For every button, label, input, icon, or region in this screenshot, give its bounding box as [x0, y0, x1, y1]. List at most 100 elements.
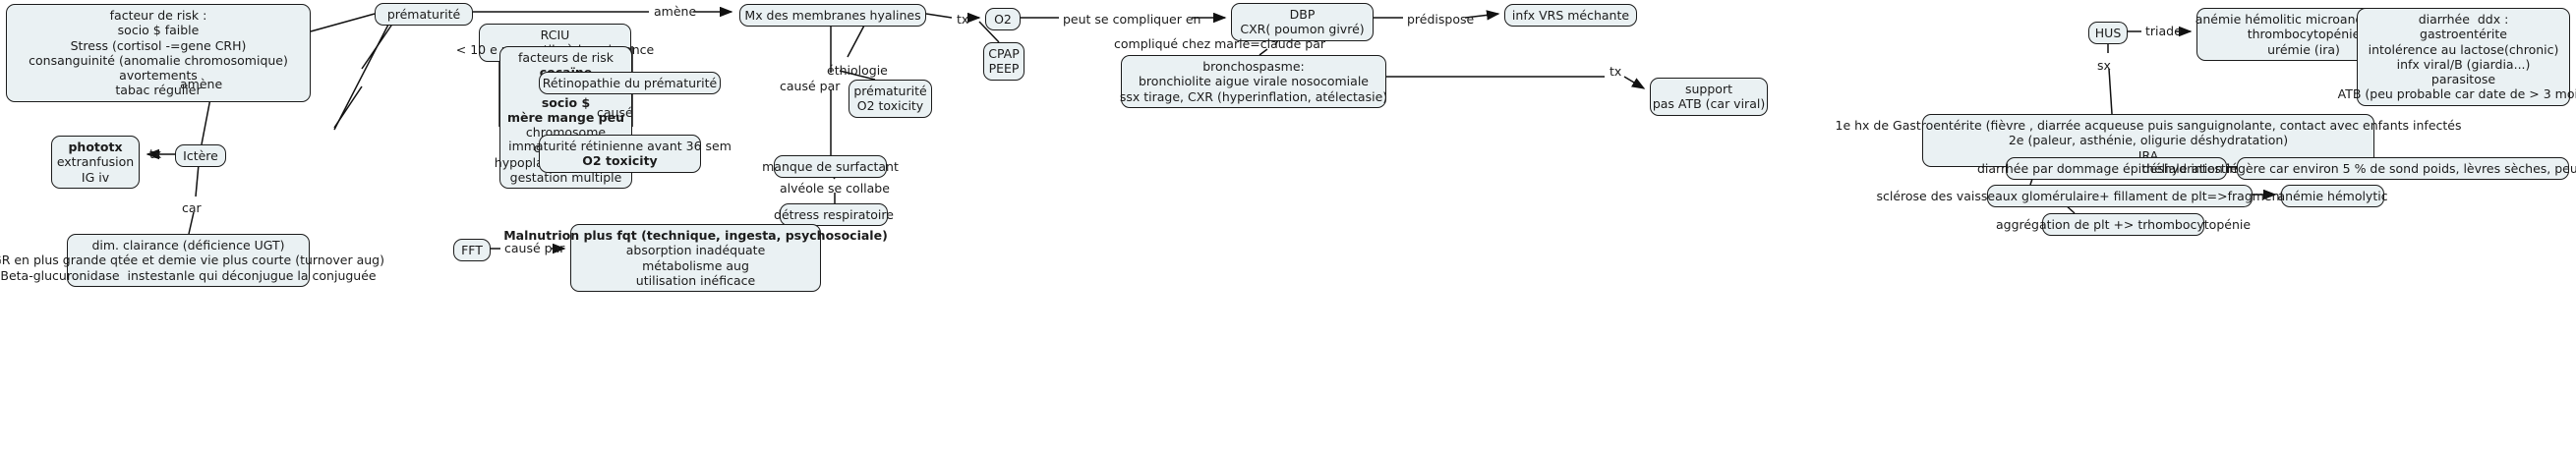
edge-label-ethiologie: éthiologie	[827, 63, 888, 78]
node-diarrhee_ddx-line-3: infx viral/B (giardia...)	[2396, 56, 2531, 72]
link-complique2-broncho	[1259, 48, 1268, 56]
node-infx_vrs[interactable]: infx VRS méchante	[1504, 4, 1637, 28]
link-prematurite-ictere-long	[333, 22, 390, 131]
node-malnutrion-line-3: utilisation inéficace	[635, 272, 756, 288]
edge-label-predispose: prédispose	[1407, 12, 1475, 27]
node-detress_resp-line-0: détress respiratoire	[774, 207, 894, 222]
edge-label-tx_o2: tx	[957, 12, 969, 27]
node-malnutrion[interactable]: Malnutrion plus fqt (technique, ingesta,…	[503, 224, 888, 292]
node-dbp-line-1: CXR( poumon givré)	[1240, 22, 1365, 37]
edge-label-sx: sx	[2097, 58, 2111, 73]
node-gastro_hx-line-0: 1e hx de Gastroentérite (fièvre , diarré…	[1835, 118, 2462, 133]
node-diarrhee_ddx-line-4: parasitose	[2430, 72, 2496, 86]
edge-label-triade: triade	[2145, 24, 2182, 38]
node-rciu_facteurs-line-0: facteurs de risk	[517, 50, 615, 65]
node-mx_membranes-line-0: Mx des membranes hyalines	[744, 8, 921, 23]
edge-label-cause_par_fft: causé par	[504, 241, 565, 255]
node-immaturite-line-1: O2 toxicity	[582, 153, 658, 169]
link-predispose-infx	[1464, 10, 1500, 21]
node-phototx-line-1: extranfusion	[56, 154, 135, 170]
link-facteurs-prematurite	[310, 13, 376, 32]
link-ethiologie-prem	[839, 70, 876, 81]
link-ictere-car-a	[195, 163, 200, 197]
edge-label-cause_par: causé par	[780, 79, 841, 93]
node-malnutrion-line-1: absorption inadéquate	[625, 243, 766, 258]
node-diarrhee_ddx-line-5: ATB (peu probable car date de > 3 mois)	[2337, 86, 2576, 102]
node-malnutrion-line-2: métabolisme aug	[642, 257, 749, 273]
node-anemie_hemolytic-line-0: anémie hémolytic	[2277, 189, 2388, 203]
edge-label-amene_left: amène	[180, 77, 223, 91]
node-triade_box-line-1: thrombocytopénie	[2247, 27, 2361, 42]
node-o2[interactable]: O2	[985, 8, 1021, 31]
node-o2-line-0: O2	[994, 12, 1012, 27]
node-rciu_facteurs-line-4: mère mange peu	[507, 110, 624, 125]
edge-label-amene_top: amène	[654, 4, 697, 19]
node-prematurite_o2tox-line-0: prématurité	[853, 84, 927, 98]
node-support-line-0: support	[1685, 82, 1732, 96]
node-detress_resp[interactable]: détress respiratoire	[774, 203, 894, 227]
node-ictere-line-0: Ictère	[183, 148, 218, 163]
node-cpap_peep-line-0: CPAP	[988, 46, 1020, 61]
node-ictere[interactable]: Ictère	[175, 144, 226, 168]
node-facteur_risk-line-1: socio $ faible	[117, 23, 200, 38]
node-fft-line-0: FFT	[461, 243, 483, 257]
node-aggregation[interactable]: aggrégation de plt +> trhombocytopénie	[1996, 213, 2251, 237]
node-retinopathie-line-0: Rétinopathie du prématurité	[542, 76, 718, 90]
node-facteur_risk-line-2: Stress (cortisol -=gene CRH)	[70, 37, 247, 53]
edge-label-cause: causé	[597, 105, 633, 120]
link-sx-gastro	[2108, 68, 2113, 115]
node-bronchospasme-line-0: bronchospasme:	[1202, 59, 1305, 74]
node-bronchospasme-line-1: bronchiolite aigue virale nosocomiale	[1139, 74, 1369, 89]
node-phototx-line-0: phototx	[68, 140, 123, 154]
node-sclerose[interactable]: sclérose des vaisseaux glomérulaire+ fil…	[1876, 185, 2364, 208]
node-retinopathie[interactable]: Rétinopathie du prématurité	[539, 72, 721, 95]
node-fft[interactable]: FFT	[453, 239, 491, 262]
node-hus[interactable]: HUS	[2088, 22, 2128, 45]
node-diarrhee_ddx-line-2: intolérence au lactose(chronic)	[2368, 41, 2559, 57]
node-facteur_risk-line-3: consanguinité (anomalie chromosomique)	[29, 52, 288, 68]
node-facteur_risk-line-5: tabac régulier	[115, 83, 202, 98]
link-o2-cpap	[978, 21, 1000, 43]
node-rciu_facteurs-line-8: gestation multiple	[509, 170, 622, 185]
node-prematurite[interactable]: prématurité	[375, 3, 473, 27]
edge-label-car: car	[182, 200, 202, 215]
link-car-dim	[188, 211, 195, 235]
edge-label-tx_phototx: tx	[149, 146, 162, 161]
node-dim_clairance-line-2: Beta-glucuronidase instestanle qui décon…	[0, 267, 377, 283]
node-dim_clairance-line-1: GR en plus grande qtée et demie vie plus…	[0, 253, 384, 268]
node-mx_membranes[interactable]: Mx des membranes hyalines	[739, 4, 926, 28]
node-deshydratation[interactable]: déshydration légère car environ 5 % de s…	[2142, 157, 2576, 181]
node-facteur_risk-line-4: avortements	[119, 68, 198, 83]
node-gastro_hx-line-1: 2e (paleur, asthénie, oligurie déshydrat…	[2008, 133, 2289, 148]
node-rciu_facteurs-line-3: socio $	[541, 94, 591, 110]
node-malnutrion-line-0: Malnutrion plus fqt (technique, ingesta,…	[503, 228, 888, 243]
node-diarrhee_dommage[interactable]: diarrhée par dommage épithéliale intesti…	[1977, 157, 2255, 181]
node-support-line-1: pas ATB (car viral)	[1652, 96, 1766, 112]
node-manque_surfactant-line-0: manque de surfactant	[762, 159, 899, 174]
node-hus-line-0: HUS	[2094, 26, 2122, 40]
node-dbp-line-0: DBP	[1289, 7, 1316, 22]
node-dim_clairance-line-0: dim. clairance (déficience UGT)	[91, 238, 285, 253]
link-mx-tx	[925, 13, 953, 19]
node-deshydratation-line-0: déshydration légère car environ 5 % de s…	[2141, 161, 2576, 176]
node-dim_clairance[interactable]: dim. clairance (déficience UGT)GR en plu…	[0, 234, 384, 287]
node-immaturite-line-0: immaturité rétinienne avant 36 sem	[508, 139, 732, 153]
node-infx_vrs-line-0: infx VRS méchante	[1511, 8, 1630, 23]
node-manque_surfactant[interactable]: manque de surfactant	[762, 155, 899, 179]
node-prematurite_o2tox-line-1: O2 toxicity	[856, 98, 924, 114]
link-amene-ictere	[201, 92, 212, 145]
node-triade_box-line-2: urémie (ira)	[2267, 41, 2340, 57]
node-bronchospasme[interactable]: bronchospasme:bronchiolite aigue virale …	[1120, 55, 1387, 108]
node-facteur_risk-line-0: facteur de risk :	[109, 8, 207, 23]
edge-label-tx_support: tx	[1610, 64, 1622, 79]
node-anemie_hemolytic[interactable]: anémie hémolytic	[2277, 185, 2388, 208]
